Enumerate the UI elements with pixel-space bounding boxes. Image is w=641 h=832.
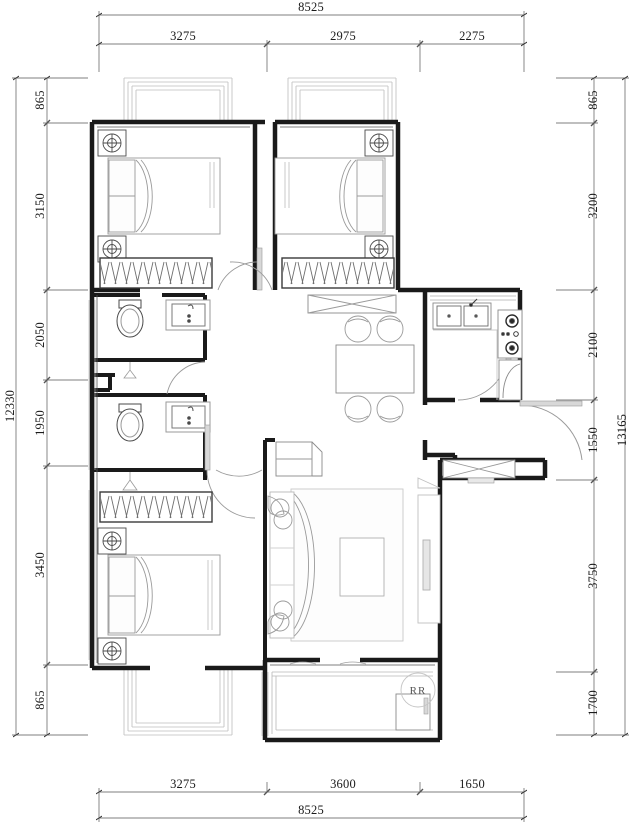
dim-left-seg-6: 865 (33, 690, 47, 709)
dim-left-seg-3: 2050 (33, 322, 47, 348)
dim-right-seg-2: 3200 (586, 193, 600, 219)
dimension-top (99, 11, 524, 72)
washing-machine (395, 693, 431, 731)
dim-top-seg-3: 2275 (459, 29, 485, 43)
dim-right-seg-6: 1700 (586, 690, 600, 716)
dim-bottom-seg-1: 3275 (170, 777, 196, 791)
dim-left-seg-4: 1950 (33, 410, 47, 436)
bay-window-top-right (287, 77, 397, 124)
bedroom-top-right-furniture (274, 129, 395, 289)
ceiling-lamp-icon (122, 362, 138, 491)
bedroom-bottom-left-furniture (97, 491, 221, 665)
dim-right-seg-3: 2100 (586, 332, 600, 358)
dim-bottom-seg-2: 3600 (330, 777, 356, 791)
dim-left-seg-2: 3150 (33, 193, 47, 219)
dim-top-seg-1: 3275 (170, 29, 196, 43)
wall-inner-faces (96, 126, 435, 666)
dim-bottom-total: 8525 (298, 803, 324, 817)
dining-furniture (307, 294, 415, 423)
dim-right-total: 13165 (615, 414, 629, 446)
dim-bottom-seg-3: 1650 (459, 777, 485, 791)
dim-top-total: 8525 (298, 0, 324, 14)
dim-right-seg-5: 3750 (586, 563, 600, 589)
living-room-furniture (267, 441, 441, 642)
dim-left-seg-1: 865 (33, 90, 47, 109)
balcony-marker-circle: RR (400, 672, 436, 708)
bay-window-top-left (123, 77, 233, 124)
bathroom-upper-fixtures (116, 299, 211, 338)
window-openings (88, 300, 269, 736)
dim-top-seg-2: 2975 (330, 29, 356, 43)
shoe-cabinet (442, 459, 516, 484)
balcony-marker-label: RR (410, 685, 427, 697)
dim-left-total: 12330 (3, 390, 17, 422)
dimension-right (556, 78, 629, 735)
bay-window-bottom-left (123, 668, 233, 736)
dim-left-seg-5: 3450 (33, 552, 47, 578)
bedroom-top-left-furniture (97, 129, 221, 289)
dimension-bottom (99, 782, 524, 822)
dimension-left (12, 78, 88, 735)
bathroom-lower-fixtures (116, 401, 211, 442)
dim-right-seg-4: 1550 (586, 427, 600, 453)
kitchen-fixtures (430, 295, 523, 401)
dim-right-seg-1: 865 (586, 90, 600, 109)
